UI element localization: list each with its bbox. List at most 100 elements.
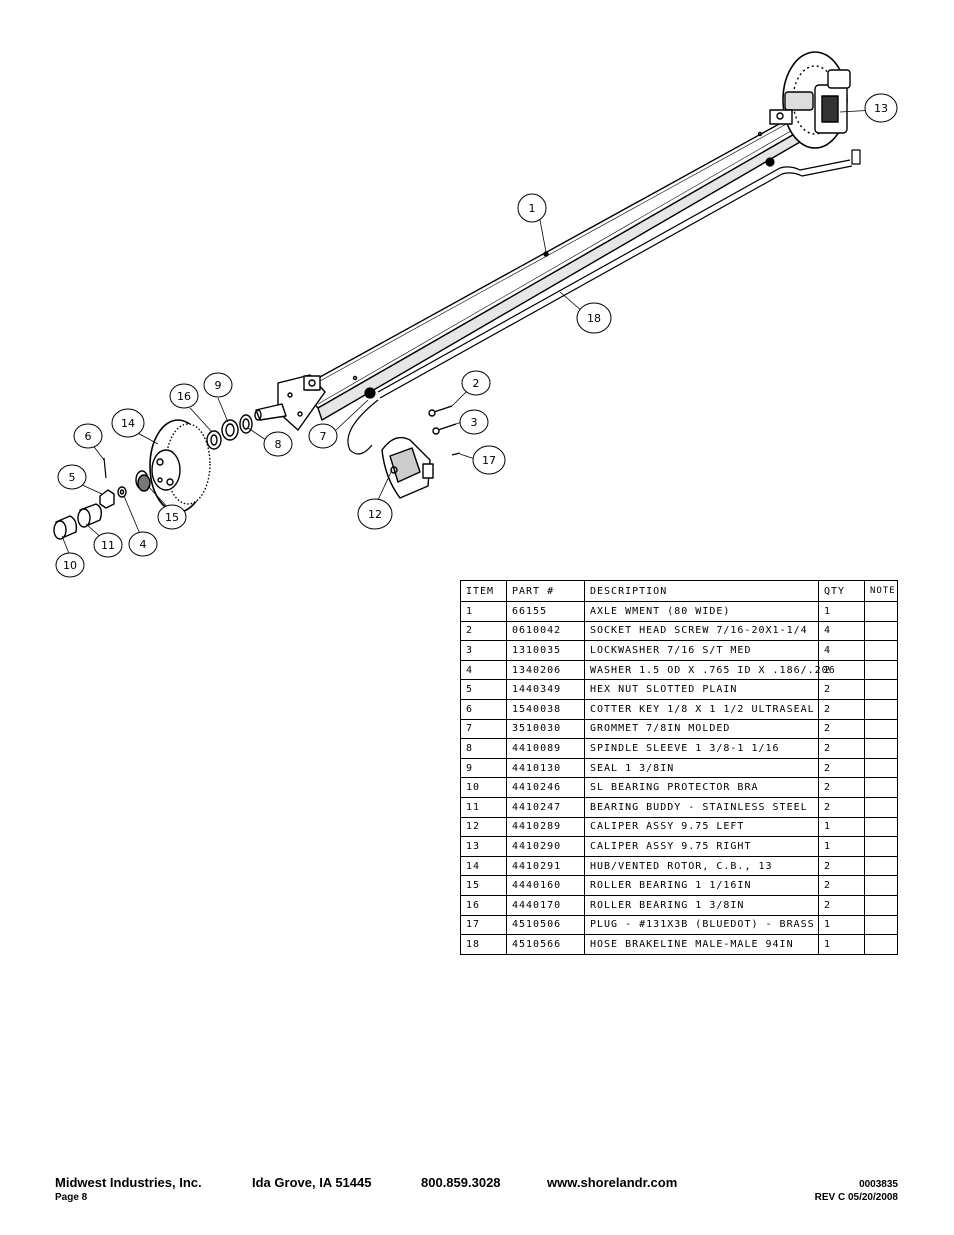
- cell-item: 4: [460, 659, 507, 681]
- cell-qty: 2: [818, 738, 865, 759]
- callout-3: 3: [459, 409, 489, 435]
- callout-circle: [263, 431, 293, 457]
- callout-label: 6: [85, 430, 92, 443]
- cell-part: 4410290: [506, 836, 585, 857]
- cell-item: 7: [460, 718, 507, 740]
- cell-part: 3510030: [506, 718, 585, 740]
- cell-description: ROLLER BEARING 1 1/16IN: [584, 875, 819, 896]
- callout-label: 11: [101, 539, 115, 552]
- cell-note: [864, 816, 898, 838]
- cell-qty: 4: [818, 620, 865, 642]
- callout-circle: [517, 193, 547, 223]
- cell-description: PLUG - #131X3B (BLUEDOT) - BRASS: [584, 914, 819, 936]
- cell-qty: 2: [818, 679, 865, 700]
- cell-qty: 2: [818, 894, 865, 916]
- socket-head-screws: [428, 405, 461, 456]
- cell-part: 4410246: [506, 777, 585, 798]
- cell-qty: 4: [818, 640, 865, 661]
- cell-qty: 1: [818, 836, 865, 857]
- callout-label: 12: [368, 508, 382, 521]
- callout-9: 9: [203, 372, 233, 398]
- footer-website: www.shorelandr.com: [547, 1175, 678, 1190]
- small-hardware: [53, 457, 127, 540]
- footer-page: Page 8: [55, 1192, 88, 1203]
- cell-description: SPINDLE SLEEVE 1 3/8-1 1/16: [584, 738, 819, 759]
- hub-vented-rotor: [135, 419, 211, 513]
- cell-note: [864, 855, 898, 877]
- callout-label: 9: [215, 379, 222, 392]
- callout-label: 16: [177, 390, 191, 403]
- callout-circle: [93, 532, 123, 558]
- cell-description: LOCKWASHER 7/16 S/T MED: [584, 640, 819, 661]
- cell-part: 1440349: [506, 679, 585, 700]
- right-rotor-caliper: [769, 51, 851, 149]
- cell-description: HOSE BRAKELINE MALE-MALE 94IN: [584, 934, 819, 955]
- cell-note: [864, 875, 898, 896]
- cell-qty: 2: [818, 718, 865, 740]
- cell-part: 1340206: [506, 659, 585, 681]
- cell-qty: 1: [818, 601, 865, 622]
- callout-label: 4: [140, 538, 147, 551]
- cell-qty: 1: [818, 934, 865, 955]
- header-qty: QTY: [818, 580, 865, 602]
- callout-circle: [157, 504, 187, 530]
- cell-description: GROMMET 7/8IN MOLDED: [584, 718, 819, 740]
- callout-label: 5: [69, 471, 76, 484]
- footer-doc-number: 0003835: [859, 1179, 898, 1190]
- callout-circle: [128, 531, 158, 557]
- cell-item: 1: [460, 601, 507, 622]
- cell-qty: 2: [818, 875, 865, 896]
- cell-note: [864, 757, 898, 779]
- cell-qty: 2: [818, 698, 865, 720]
- cell-part: 1540038: [506, 698, 585, 720]
- cell-item: 3: [460, 640, 507, 661]
- left-caliper-assembly: [381, 436, 434, 499]
- cell-item: 14: [460, 855, 507, 877]
- cell-item: 13: [460, 836, 507, 857]
- callout-circle: [203, 372, 233, 398]
- callout-circle: [308, 423, 338, 449]
- cell-item: 5: [460, 679, 507, 700]
- cell-item: 16: [460, 894, 507, 916]
- cell-qty: 1: [818, 816, 865, 838]
- cell-part: 4410089: [506, 738, 585, 759]
- callout-10: 10: [55, 552, 85, 578]
- cell-description: WASHER 1.5 OD X .765 ID X .186/.206: [584, 659, 835, 681]
- cell-note: [864, 640, 898, 661]
- cell-item: 6: [460, 698, 507, 720]
- header-note: NOTE: [864, 580, 898, 602]
- cell-item: 2: [460, 620, 507, 642]
- callout-circle: [576, 302, 612, 334]
- callout-circle: [459, 409, 489, 435]
- callout-17: 17: [472, 445, 506, 475]
- table-header-row: ITEM PART # DESCRIPTION QTY NOTE: [460, 580, 898, 602]
- cell-part: 4510566: [506, 934, 585, 955]
- callout-label: 13: [874, 102, 888, 115]
- cell-description: ROLLER BEARING 1 3/8IN: [584, 894, 819, 916]
- callout-circle: [55, 552, 85, 578]
- cell-description: SEAL 1 3/8IN: [584, 757, 819, 779]
- cell-part: 4410291: [506, 855, 585, 877]
- callout-5: 5: [57, 464, 87, 490]
- cell-part: 4410247: [506, 796, 585, 818]
- cell-part: 4410130: [506, 757, 585, 779]
- cell-part: 66155: [506, 601, 585, 622]
- cell-description: COTTER KEY 1/8 X 1 1/2 ULTRASEAL: [584, 698, 819, 720]
- callout-circle: [461, 370, 491, 396]
- callout-circle: [57, 464, 87, 490]
- callout-circle: [472, 445, 506, 475]
- cell-note: [864, 738, 898, 759]
- header-part: PART #: [506, 580, 585, 602]
- cell-part: 4440170: [506, 894, 585, 916]
